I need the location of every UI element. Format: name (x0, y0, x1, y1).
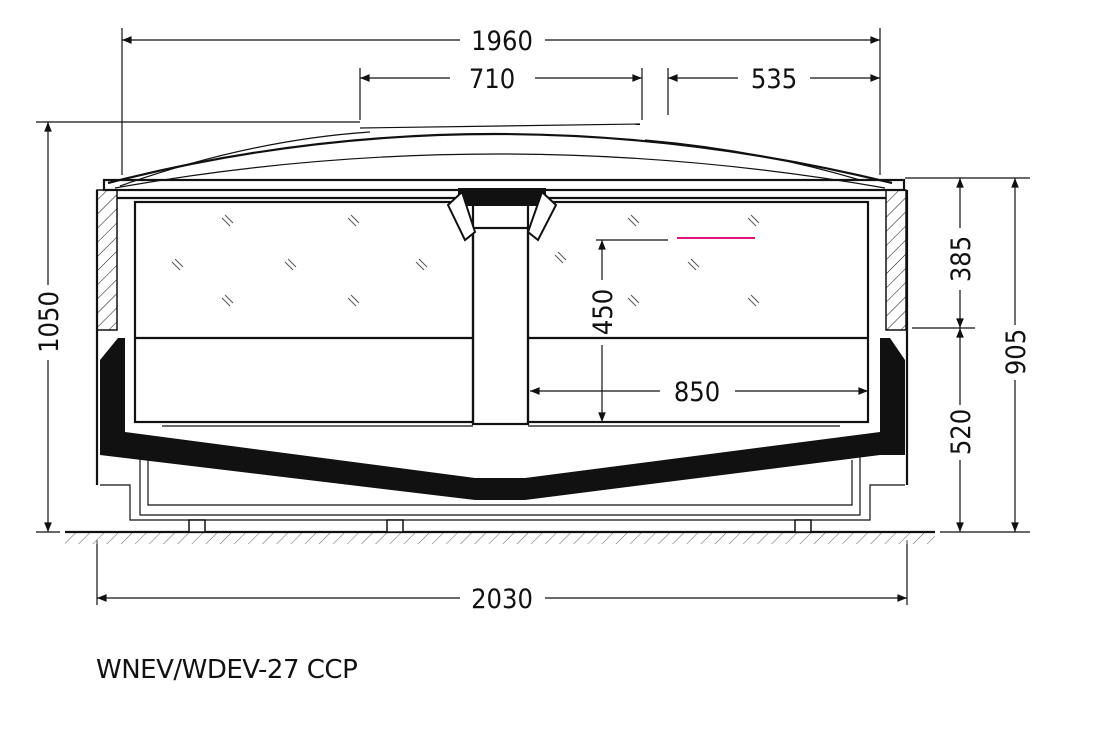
extension-lines (36, 28, 1030, 605)
dim-body-height: 905 (1001, 329, 1032, 375)
dim-basket-depth: 450 (588, 289, 619, 335)
dim-overall-top-width: 1960 (471, 26, 533, 57)
cabinet-body (95, 189, 909, 521)
dim-basket-width: 850 (674, 377, 720, 408)
dim-lid-left-opening: 710 (469, 64, 515, 95)
glass-marks (171, 214, 760, 307)
dim-lower-height: 520 (946, 409, 977, 455)
center-divider (446, 188, 558, 426)
feet (188, 519, 812, 533)
floor-line (60, 530, 940, 544)
dimension-lines (44, 36, 1019, 602)
dim-total-height: 1050 (34, 291, 65, 353)
left-basket (133, 200, 475, 427)
dim-upper-height: 385 (946, 236, 977, 282)
curved-glass-lid (102, 123, 906, 192)
model-title: WNEV/WDEV-27 CCP (96, 655, 358, 685)
dim-overall-width: 2030 (471, 584, 533, 615)
dim-lid-right-opening: 535 (751, 64, 797, 95)
